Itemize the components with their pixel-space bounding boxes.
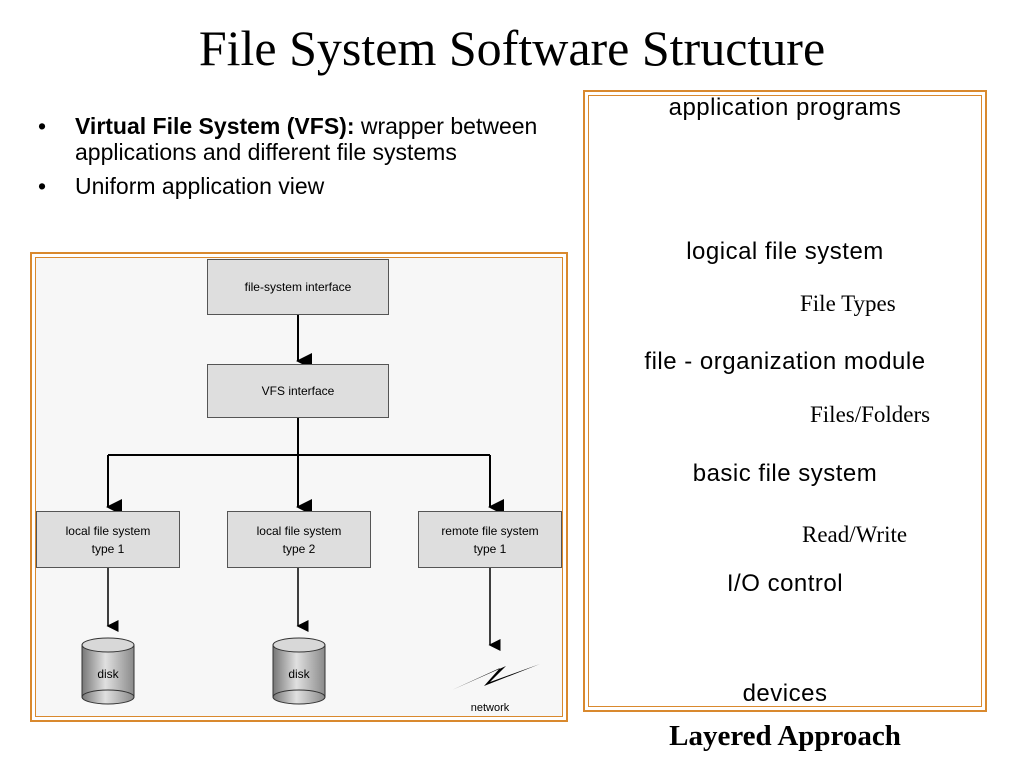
vfs-interface-box: VFS interface <box>207 364 389 418</box>
box-label-line2: type 1 <box>473 541 507 556</box>
disk-icon-1 <box>81 637 135 705</box>
box-label: file-system interface <box>244 280 352 294</box>
layered-diagram-frame <box>583 90 987 712</box>
network-icon <box>452 664 540 690</box>
box-label-line1: remote file system <box>441 523 539 538</box>
bullet-item-vfs: • Virtual File System (VFS): wrapper bet… <box>38 113 568 165</box>
layer-io-control: I/O control <box>726 570 844 597</box>
bullet-list: • Virtual File System (VFS): wrapper bet… <box>38 113 568 207</box>
bullet-icon: • <box>38 113 47 139</box>
remote-fs-type1-box: remote file system type 1 <box>418 511 562 568</box>
network-label: network <box>470 702 510 714</box>
box-label-line1: local file system <box>256 523 342 538</box>
note-file-types: File Types <box>800 291 896 316</box>
layer-file-organization-module: file - organization module <box>644 348 926 375</box>
bullet-text: Uniform application view <box>75 173 325 199</box>
layer-logical-file-system: logical file system <box>686 238 884 265</box>
box-label-line2: type 1 <box>91 541 125 556</box>
slide-title: File System Software Structure <box>198 20 826 76</box>
box-label-line1: local file system <box>65 523 151 538</box>
bullet-icon: • <box>38 173 47 199</box>
layer-basic-file-system: basic file system <box>692 460 878 487</box>
layer-application-programs: application programs <box>668 94 902 121</box>
local-fs-type2-box: local file system type 2 <box>227 511 371 568</box>
disk-label-2: disk <box>288 667 310 681</box>
file-system-interface-box: file-system interface <box>207 259 389 315</box>
box-label-line2: type 2 <box>282 541 316 556</box>
box-label: VFS interface <box>261 384 335 398</box>
bullet-term: Virtual File System (VFS): <box>75 113 355 139</box>
disk-label-1: disk <box>97 667 119 681</box>
note-files-folders: Files/Folders <box>810 402 931 427</box>
disk-icon-2 <box>272 637 326 705</box>
bullet-text: wrapper between applications and differe… <box>75 113 538 165</box>
layer-devices: devices <box>742 680 828 707</box>
note-read-write: Read/Write <box>802 522 908 547</box>
caption-layered-approach: Layered Approach <box>669 720 901 752</box>
bullet-item-uniform: • Uniform application view <box>38 173 568 199</box>
local-fs-type1-box: local file system type 1 <box>36 511 180 568</box>
